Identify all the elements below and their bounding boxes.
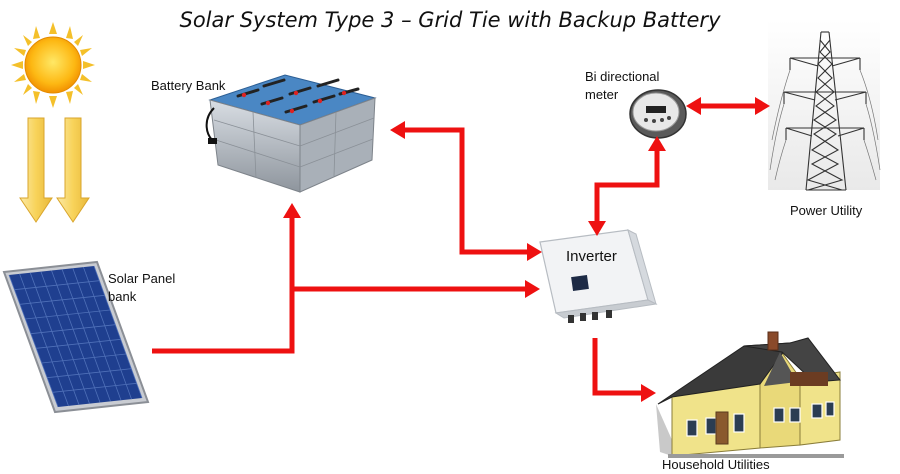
meter-label-line2: meter [585,87,619,102]
solar-panel-icon [2,260,150,414]
arrowhead-inverter-top [588,221,606,236]
meter-icon [629,89,687,139]
diagram-title: Solar System Type 3 – Grid Tie with Back… [179,8,721,32]
power-tower-icon [768,20,881,191]
solar-panel-label-line1: Solar Panel [108,271,176,286]
solar-panel-label-line2: bank [108,289,137,304]
inverter-icon [539,229,658,323]
meter-label-line1: Bi directional [585,69,660,84]
flow-inverter-meter-line [594,150,660,222]
arrowhead-meter-bottom [648,136,666,151]
inverter-label: Inverter [566,248,617,265]
arrowhead-to-inverter [525,280,540,298]
battery-bank-icon [205,74,377,193]
power-flow-arrowheads [283,97,770,402]
arrowhead-utility-left [755,97,770,115]
power-flow-lines [152,103,756,396]
arrowhead-battery-side [390,121,405,139]
house-icon [656,331,844,458]
household-label: Household Utilities [662,457,770,472]
flow-panel-to-battery-line [152,216,295,354]
arrowhead-inverter-left [527,243,542,261]
meter-label: Bi directional meter [585,68,659,104]
flow-inverter-household-line [592,338,642,396]
flow-inverter-battery-line [404,127,528,255]
sunlight-arrow-icon [19,117,90,223]
arrowhead-meter-right [686,97,701,115]
arrowhead-household [641,384,656,402]
solar-panel-label: Solar Panel bank [108,270,175,306]
battery-bank-label: Battery Bank [151,78,226,93]
sun-icon [11,22,95,108]
arrowhead-to-battery [283,203,301,218]
power-utility-label: Power Utility [790,203,863,218]
